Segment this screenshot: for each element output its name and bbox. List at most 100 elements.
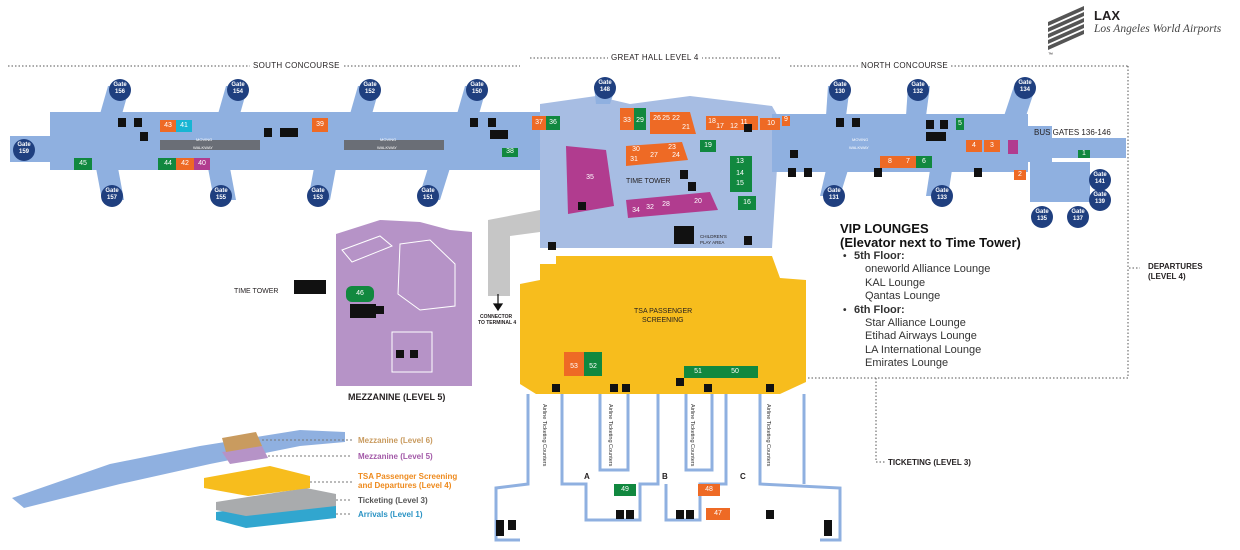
gate-word: Gate xyxy=(1035,209,1049,215)
shop-14: 14 xyxy=(736,170,744,177)
childrens-label-1: CHILDREN'S xyxy=(700,234,727,239)
shop-30: 30 xyxy=(632,146,640,153)
shop-23: 23 xyxy=(668,144,676,151)
legend-level-3: Ticketing (Level 3) xyxy=(358,496,428,505)
walkway-1-label-a: MOVING xyxy=(196,137,213,142)
ticketing-counters-3: Airline Ticketing Counters xyxy=(689,404,695,467)
gate-word: Gate xyxy=(1071,209,1085,215)
gate-number: 152 xyxy=(364,89,375,95)
gate-badges xyxy=(13,77,1111,228)
shop-20: 20 xyxy=(694,198,702,205)
lax-logo xyxy=(1048,6,1084,50)
shop-10: 10 xyxy=(767,120,775,127)
zone-b: B xyxy=(662,472,668,481)
shop-32: 32 xyxy=(646,204,654,211)
gate-word: Gate xyxy=(598,80,612,86)
shop-5: 5 xyxy=(958,120,962,127)
gate-word: Gate xyxy=(363,82,377,88)
gate-number: 153 xyxy=(312,195,323,201)
shop-16: 16 xyxy=(743,199,751,206)
time-tower-mezz-label: TIME TOWER xyxy=(234,288,279,295)
gate-word: Gate xyxy=(911,82,925,88)
zone-a: A xyxy=(584,472,590,481)
shop-51: 51 xyxy=(694,368,702,375)
shop-22: 22 xyxy=(672,115,680,122)
gate-number: 151 xyxy=(422,195,433,201)
shop-21: 21 xyxy=(682,124,690,131)
shop-11: 11 xyxy=(740,119,748,126)
ticketing-counters-4: Airline Ticketing Counters xyxy=(765,404,771,467)
vip-lounge: oneworld Alliance Lounge xyxy=(865,263,991,276)
departures-label-2: (LEVEL 4) xyxy=(1148,272,1186,281)
ticketing-counters-1: Airline Ticketing Counters xyxy=(541,404,547,467)
gate-word: Gate xyxy=(421,188,435,194)
bus-gates-label: BUS GATES 136-146 xyxy=(1034,128,1111,137)
gate-number: 159 xyxy=(18,149,29,155)
shop-1: 1 xyxy=(1082,150,1086,157)
shop-9: 9 xyxy=(784,116,788,123)
legend-level-4-b: and Departures (Level 4) xyxy=(358,481,452,490)
shop-24: 24 xyxy=(672,152,680,159)
gate-word: Gate xyxy=(113,82,127,88)
vip-lounge: Star Alliance Lounge xyxy=(865,317,966,330)
gate-number: 132 xyxy=(912,89,923,95)
gate-number: 135 xyxy=(1036,216,1047,222)
shop-4: 4 xyxy=(972,142,976,149)
mezzanine-level-5 xyxy=(336,220,472,386)
gate-number: 137 xyxy=(1072,216,1083,222)
gate-number: 133 xyxy=(936,195,947,201)
vip-lounge: KAL Lounge xyxy=(865,276,926,289)
tsa-screening-area xyxy=(520,256,806,394)
time-tower-label: TIME TOWER xyxy=(626,178,671,185)
connector-label-2: TO TERMINAL 4 xyxy=(478,320,517,326)
mezzanine-outlines xyxy=(341,235,456,373)
shop-38: 38 xyxy=(506,148,514,155)
connector-to-terminal-4 xyxy=(488,210,540,296)
legend-level-1: Arrivals (Level 1) xyxy=(358,510,423,519)
childrens-label-2: PLAY AREA xyxy=(700,240,725,245)
gate-number: 148 xyxy=(599,87,610,93)
shop-26: 26 xyxy=(653,115,661,122)
gate-word: Gate xyxy=(827,188,841,194)
gate-number: 156 xyxy=(114,89,125,95)
vip-subtitle: (Elevator next to Time Tower) xyxy=(840,235,1021,250)
walkway-3-label-a: MOVING xyxy=(852,137,869,142)
shop-52: 52 xyxy=(589,363,597,370)
ticketing-counters-2: Airline Ticketing Counters xyxy=(607,404,613,467)
legend-level-6: Mezzanine (Level 6) xyxy=(358,436,433,445)
gate-word: Gate xyxy=(17,142,31,148)
gate-number: 139 xyxy=(1094,199,1105,205)
legend-leader-lines xyxy=(262,439,352,515)
shop-18: 18 xyxy=(708,118,716,125)
shop-43: 43 xyxy=(164,122,172,129)
gate-number: 150 xyxy=(471,89,482,95)
level-stack-diagram xyxy=(12,430,345,528)
zone-c: C xyxy=(740,472,746,481)
gate-number: 131 xyxy=(828,195,839,201)
shop-36: 36 xyxy=(549,119,557,126)
north-concourse-label: NORTH CONCOURSE xyxy=(858,61,952,70)
shop-39: 39 xyxy=(316,121,324,128)
shop-27: 27 xyxy=(650,152,658,159)
north-concourse xyxy=(772,86,1126,202)
vip-lounges-panel: VIP LOUNGES (Elevator next to Time Tower… xyxy=(840,222,1021,371)
gate-word: Gate xyxy=(214,188,228,194)
shop-53: 53 xyxy=(570,363,578,370)
ticketing-label: TICKETING (LEVEL 3) xyxy=(888,458,971,467)
shop-29: 29 xyxy=(636,117,644,124)
gate-word: Gate xyxy=(105,188,119,194)
shop-42: 42 xyxy=(181,160,189,167)
legend-level-5: Mezzanine (Level 5) xyxy=(358,452,433,461)
